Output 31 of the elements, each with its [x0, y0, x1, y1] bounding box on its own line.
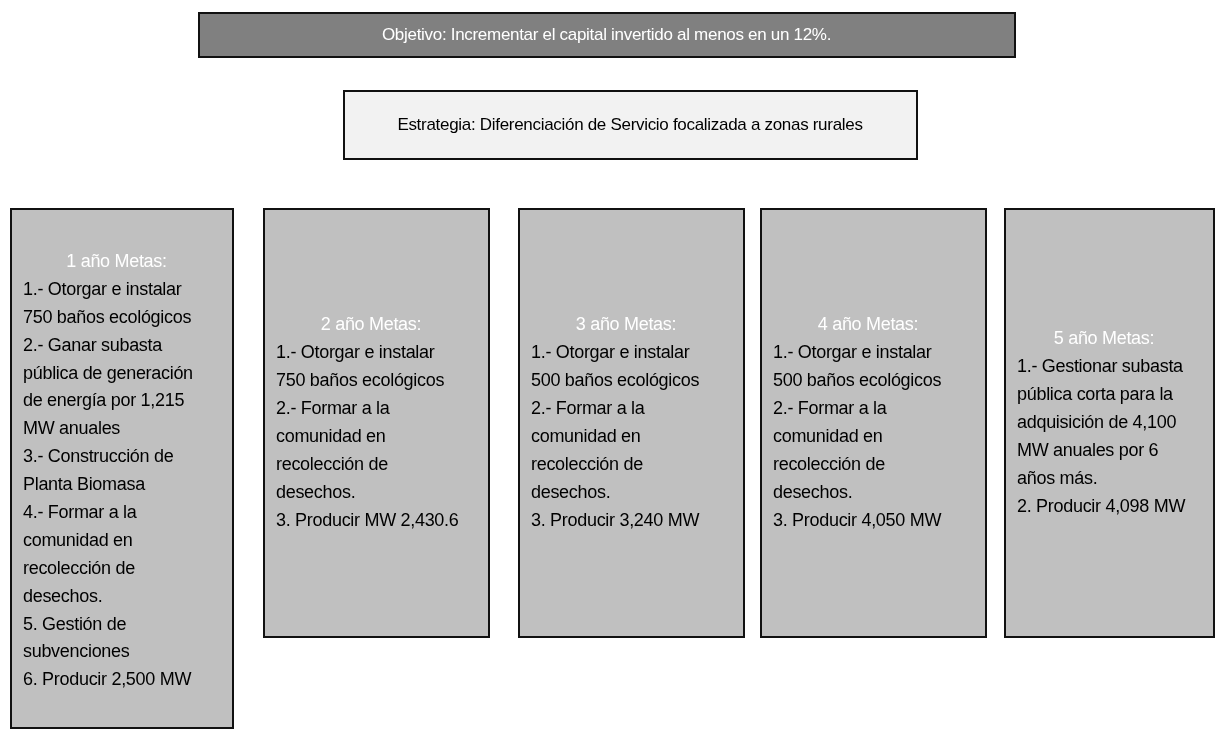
goal-card [1004, 208, 1215, 638]
goal-item: 1.- Gestionar subasta pública corta para la adquisición de 4,100 MW anuales por 6 años más. [1017, 355, 1184, 490]
goal-heading: 3 año Metas: [574, 313, 678, 337]
goal-item: 2.- Formar a la comunidad en recolección de desechos. [276, 397, 391, 504]
goal-item: 3. Producir 3,240 MW [531, 508, 701, 532]
goal-item: 1.- Otorgar e instalar 500 baños ecológicos [773, 341, 943, 393]
goal-heading: 2 año Metas: [319, 313, 423, 337]
goal-item: 1.- Otorgar e instalar 750 baños ecológicos [276, 341, 446, 393]
goal-heading: 4 año Metas: [816, 313, 920, 337]
goal-item: 2.- Ganar subasta pública de generación de energía por 1,215 MW anuales [23, 333, 194, 441]
goal-card [760, 208, 987, 638]
goal-card [10, 208, 234, 729]
goal-item: 1.- Otorgar e instalar 750 baños ecológicos [23, 277, 193, 329]
goal-item: 3. Producir MW 2,430.6 [276, 508, 460, 532]
goal-item: 3.- Construcción de Planta Biomasa [23, 445, 175, 497]
goal-heading: 1 año Metas: [65, 250, 168, 273]
objective-banner [198, 12, 1016, 58]
goal-card [263, 208, 490, 638]
goal-card [518, 208, 745, 638]
goal-item: 1.- Otorgar e instalar 500 baños ecológicos [531, 341, 701, 393]
goal-item: 4.- Formar a la comunidad en recolección de desechos. [23, 501, 138, 608]
goal-item: 6. Producir 2,500 MW [23, 668, 193, 692]
goal-item: 2. Producir 4,098 MW [1017, 494, 1187, 518]
goal-item: 3. Producir 4,050 MW [773, 508, 943, 532]
objective-text: Objetivo: Incrementar el capital invertido al menos en un 12%. [380, 23, 833, 46]
goal-item: 2.- Formar a la comunidad en recolección de desechos. [773, 397, 888, 504]
strategy-box [343, 90, 918, 160]
goal-item: 2.- Formar a la comunidad en recolección de desechos. [531, 397, 646, 504]
goal-heading: 5 año Metas: [1052, 327, 1156, 351]
goal-item: 5. Gestión de subvenciones [23, 612, 131, 664]
strategy-text: Estrategia: Diferenciación de Servicio focalizada a zonas rurales [396, 113, 864, 136]
